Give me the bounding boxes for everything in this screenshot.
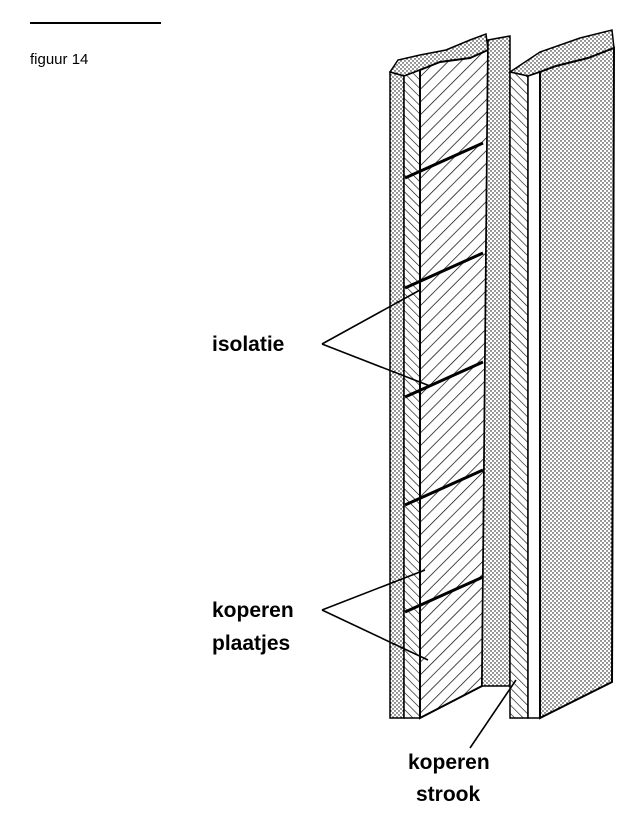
label-isolatie: isolatie (212, 333, 284, 356)
label-koperen-strook-2: strook (416, 783, 481, 806)
insulation-lines (404, 141, 484, 614)
right-side-face (539, 46, 616, 720)
left-main-body (419, 48, 490, 720)
left-outer-face (389, 71, 405, 719)
label-koperen-plaatjes-2: plaatjes (212, 632, 290, 655)
leader-lines (321, 289, 517, 749)
label-koperen-plaatjes-1: koperen (212, 599, 294, 622)
figure-top-rule (30, 22, 161, 24)
right-thin-band (527, 70, 541, 719)
right-copper-strip (509, 71, 529, 719)
figure-label: figuur 14 (30, 51, 89, 68)
label-koperen-strook-1: koperen (408, 751, 490, 774)
